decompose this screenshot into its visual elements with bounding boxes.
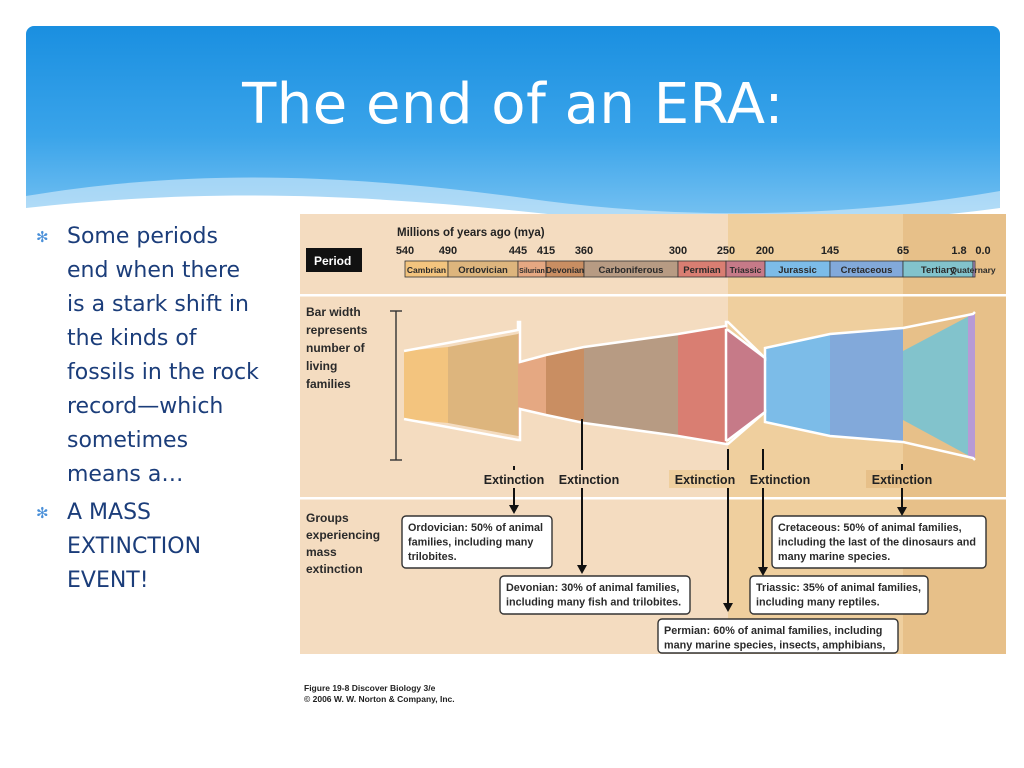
label-backdrop — [553, 470, 625, 488]
event-text: Cretaceous: 50% of animal families, — [778, 522, 962, 534]
event-boxes: Ordovician: 50% of animal families, inclu… — [401, 515, 987, 666]
tick-labels: 540 490 445 415 360 300 250 200 145 65 1.8 0.0 — [396, 245, 991, 257]
bullet-text: A MASS EXTINCTION EVENT! — [67, 500, 202, 593]
title-banner — [26, 26, 1000, 226]
period-label: Ordovician — [458, 265, 508, 276]
credit-line: Figure 19-8 Discover Biology 3/e — [304, 683, 436, 693]
extinction-label: Extinction — [484, 473, 544, 487]
label-backdrop — [744, 470, 816, 488]
tick-label: 300 — [669, 245, 687, 257]
period-label: Quaternary — [950, 265, 996, 275]
period-label: Jurassic — [778, 265, 817, 276]
period-segment — [972, 260, 976, 278]
event-text: trilobites. — [408, 551, 457, 563]
arrowhead — [509, 505, 519, 514]
event-text: families, including many — [408, 537, 533, 549]
tick-label: 65 — [897, 245, 909, 257]
event-text: Triassic: 35% of animal families, — [756, 582, 921, 594]
extinction-label: Extinction — [675, 473, 735, 487]
label-backdrop — [478, 470, 550, 488]
tick-label: 360 — [575, 245, 593, 257]
event-text: Permian: 60% of animal families, includi… — [664, 625, 882, 637]
event-text: including many reptiles. — [756, 597, 880, 609]
tick-label: 1.8 — [951, 245, 966, 257]
family-shape — [448, 334, 518, 436]
event-box — [771, 515, 987, 569]
extinction-label: Extinction — [559, 473, 619, 487]
axis-title: Millions of years ago (mya) — [397, 227, 545, 239]
credit-line: © 2006 W. W. Norton & Company, Inc. — [304, 694, 455, 704]
label-backdrop — [669, 470, 741, 488]
arrowhead — [897, 507, 907, 516]
family-shape — [903, 314, 973, 458]
period-label-box — [306, 248, 362, 272]
period-label: Devonian — [546, 265, 584, 275]
period-label: Triassic — [730, 265, 762, 275]
tick-label: 0.0 — [975, 245, 990, 257]
event-box — [499, 575, 691, 615]
family-shape — [830, 328, 903, 442]
slide-title: The end of an ERA: — [242, 72, 784, 137]
row-divider — [300, 294, 1006, 297]
period-label: Silurian — [519, 268, 545, 275]
family-shape — [546, 347, 584, 423]
period-label: Permian — [683, 265, 721, 276]
tick-label: 490 — [439, 245, 457, 257]
bullet-list: ✻ Some periods end when there is a stark … — [30, 220, 260, 598]
period-label: Carboniferous — [599, 265, 664, 276]
event-box — [749, 575, 929, 615]
extinction-arrows: Extinction Extinction Extinction Extinction… — [478, 419, 938, 612]
arrowhead — [577, 565, 587, 574]
asterisk-icon: ✻ — [36, 504, 49, 522]
tick-label: 200 — [756, 245, 774, 257]
period-label: Cretaceous — [841, 265, 893, 276]
label-backdrop — [866, 470, 938, 488]
event-text: many marine species, insects, amphibians… — [664, 640, 885, 652]
bullet-item: ✻ A MASS EXTINCTION EVENT! — [30, 496, 260, 598]
bullet-item: ✻ Some periods end when there is a stark … — [30, 220, 260, 492]
event-text: including many fish and trilobites. — [506, 597, 681, 609]
family-shape — [968, 312, 975, 460]
event-text: including the last of the dinosaurs and — [778, 537, 976, 549]
extinction-label: Extinction — [872, 473, 932, 487]
tick-label: 445 — [509, 245, 527, 257]
asterisk-icon: ✻ — [36, 228, 49, 246]
triassic-wedge — [724, 328, 767, 442]
period-label: Tertiary — [921, 265, 956, 276]
period-label: Period — [314, 254, 351, 268]
bullet-text: Some periods end when there is a stark s… — [67, 224, 259, 487]
tick-label: 415 — [537, 245, 555, 257]
event-box — [657, 618, 899, 654]
family-shapes — [403, 311, 976, 461]
extinction-label: Extinction — [750, 473, 810, 487]
shape-outline — [403, 407, 976, 461]
figure-credit: Figure 19-8 Discover Biology 3/e © 2006 … — [304, 683, 455, 705]
banner-wave — [26, 177, 1000, 226]
arrowhead — [723, 603, 733, 612]
shape-outline — [403, 311, 976, 364]
tick-label: 250 — [717, 245, 735, 257]
event-text: many marine species. — [778, 551, 890, 563]
arrowhead — [758, 567, 768, 576]
family-shape — [404, 347, 448, 423]
event-text: Ordovician: 50% of animal — [408, 522, 543, 534]
family-shape — [678, 326, 726, 444]
family-shape — [765, 334, 830, 436]
event-box — [401, 515, 553, 569]
tick-label: 540 — [396, 245, 414, 257]
event-text: Devonian: 30% of animal families, — [506, 582, 679, 594]
family-shape — [584, 334, 678, 436]
row-divider — [300, 497, 1006, 500]
tick-label: 145 — [821, 245, 839, 257]
period-label: Cambrian — [407, 265, 446, 275]
